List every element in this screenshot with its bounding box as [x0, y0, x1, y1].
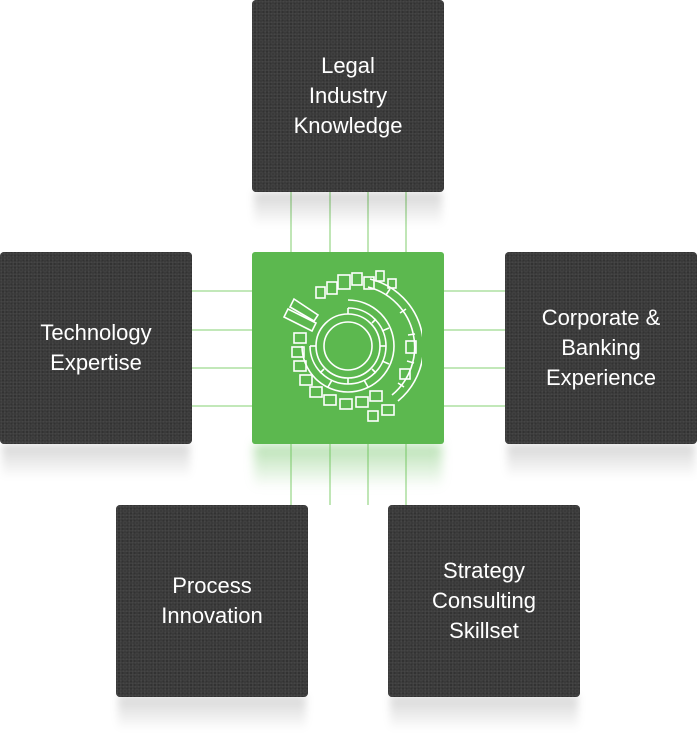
circular-segmented-logo-icon	[282, 270, 422, 422]
node-corporate-banking-experience: Corporate & Banking Experience	[505, 252, 697, 444]
node-label: Process Innovation	[161, 573, 263, 628]
node-legal-industry-knowledge: Legal Industry Knowledge	[252, 0, 444, 192]
node-label: Technology Expertise	[40, 320, 152, 375]
node-label: Strategy Consulting Skillset	[432, 558, 536, 643]
node-strategy-consulting-skillset: Strategy Consulting Skillset	[388, 505, 580, 697]
center-node	[252, 252, 444, 444]
node-technology-expertise: Technology Expertise	[0, 252, 192, 444]
node-process-innovation: Process Innovation	[116, 505, 308, 697]
node-label: Corporate & Banking Experience	[541, 305, 661, 390]
node-label: Legal Industry Knowledge	[293, 53, 403, 138]
